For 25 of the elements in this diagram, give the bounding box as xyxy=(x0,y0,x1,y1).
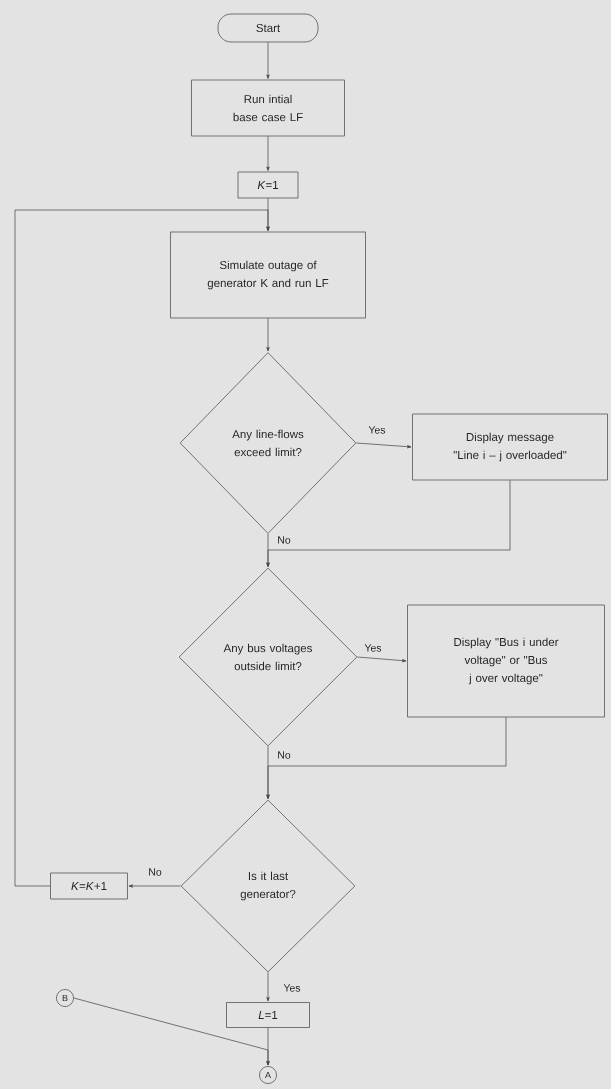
edge-label: No xyxy=(147,867,163,877)
arrow xyxy=(356,442,412,449)
arrow xyxy=(266,717,507,799)
arrow xyxy=(14,209,270,887)
arrow xyxy=(357,656,407,663)
edge-label: No xyxy=(276,535,292,545)
arrow xyxy=(128,884,181,888)
process-box: Run intial base case LF xyxy=(191,79,345,137)
process-box: Simulate outage of generator K and run LF xyxy=(170,231,366,319)
arrow xyxy=(266,318,270,352)
arrow xyxy=(73,997,270,1066)
process-box: Display "Bus i under voltage" or "Bus j over voltage" xyxy=(407,604,605,718)
process-box: K=K+1 xyxy=(50,872,128,900)
arrow xyxy=(266,972,270,1002)
edge-label: Yes xyxy=(282,983,302,993)
process-box: K=1 xyxy=(237,171,299,199)
edge-label: No xyxy=(276,750,292,760)
terminator-box: Start xyxy=(217,13,319,43)
arrow xyxy=(266,42,270,79)
arrow xyxy=(266,136,270,171)
edge-label: Yes xyxy=(367,425,387,435)
process-box: Display message "Line i – j overloaded" xyxy=(412,413,608,481)
process-box: L=1 xyxy=(226,1002,310,1028)
edge-label: Yes xyxy=(363,643,383,653)
arrow xyxy=(266,480,511,567)
